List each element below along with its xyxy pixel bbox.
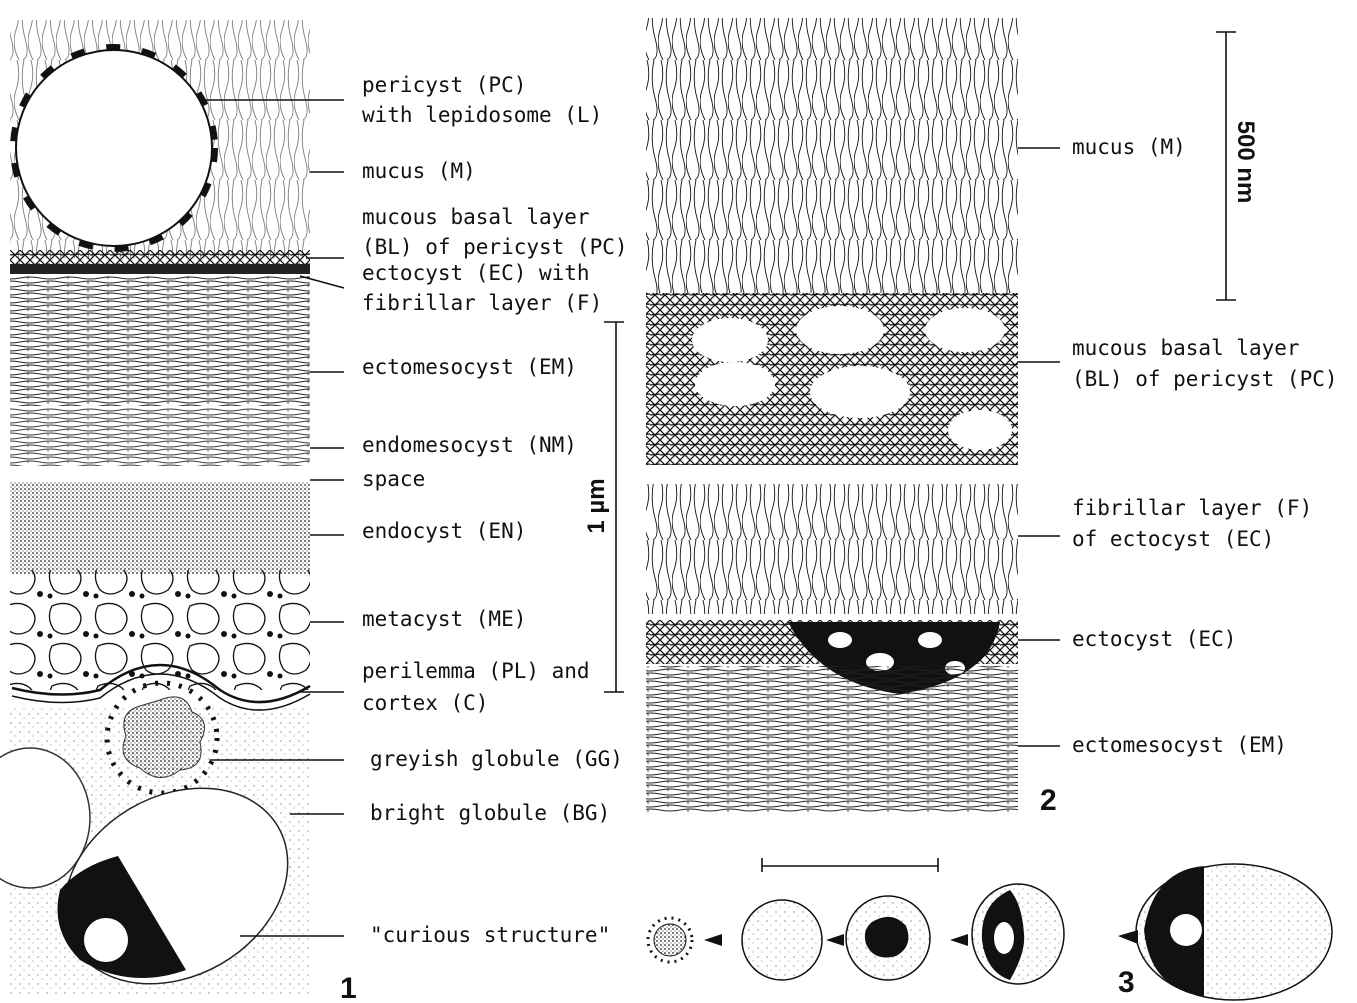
curious-structure-hole (84, 918, 128, 962)
panel-1-ectomesocyst-band (10, 276, 310, 406)
label-curious-structure: "curious structure" (370, 923, 610, 947)
label-perilemma-cortex: cortex (C) (362, 691, 488, 715)
basal-void-3 (925, 308, 1005, 352)
panel-2-mucus-zone (646, 18, 1018, 293)
pericyst-lepidosome-circle (16, 50, 212, 246)
label-p2-mucus: mucus (M) (1072, 135, 1186, 159)
panel-number-1: 1 (340, 972, 357, 1003)
stage-5-hole (1170, 914, 1202, 946)
arrow-3 (950, 934, 968, 946)
panel-2-leaders (1018, 148, 1060, 746)
label-space: space (362, 467, 425, 491)
label-basal-layer: mucous basal layer (362, 205, 590, 229)
arrow-2 (826, 934, 844, 946)
panel-1-labels: pericyst (PC) with lepidosome (L) mucus … (340, 73, 628, 1003)
scale-bar-1um: 1 µm (583, 322, 624, 692)
basal-void-6 (948, 410, 1012, 450)
arrow-1 (704, 934, 722, 946)
label-mucus: mucus (M) (362, 159, 476, 183)
basal-void-2 (796, 306, 884, 354)
bulge-void-1 (828, 632, 852, 648)
stage-4-hole (994, 922, 1014, 954)
scale-bar-500nm-label: 500 nm (1232, 121, 1259, 204)
panel-3-drawing: 3 (648, 858, 1332, 1000)
bulge-void-3 (918, 632, 942, 648)
label-perilemma: perilemma (PL) and (362, 659, 590, 683)
label-p2-ectomesocyst: ectomesocyst (EM) (1072, 733, 1287, 757)
panel-2-labels: mucus (M) mucous basal layer (BL) of per… (1040, 135, 1338, 817)
label-endocyst: endocyst (EN) (362, 519, 526, 543)
stage-1-greyish-globule (654, 924, 686, 956)
label-p2-basal-layer: mucous basal layer (1072, 336, 1300, 360)
label-ectomesocyst: ectomesocyst (EM) (362, 355, 577, 379)
panel-2-drawing (646, 18, 1018, 812)
label-p2-fibrillar-ectocyst: of ectocyst (EC) (1072, 527, 1274, 551)
label-metacyst: metacyst (ME) (362, 607, 526, 631)
stage-3-dark-blob (865, 917, 909, 958)
panel-1-endomesocyst-band (10, 408, 310, 466)
label-greyish-globule: greyish globule (GG) (370, 747, 623, 771)
basal-void-4 (695, 362, 775, 406)
label-p2-basal-layer-pericyst: (BL) of pericyst (PC) (1072, 367, 1338, 391)
label-basal-layer-pericyst: (BL) of pericyst (PC) (362, 235, 628, 259)
label-bright-globule: bright globule (BG) (370, 801, 610, 825)
label-ectocyst: ectocyst (EC) with (362, 261, 590, 285)
label-p2-fibrillar: fibrillar layer (F) (1072, 496, 1312, 520)
panel-2-ectomesocyst-band (646, 666, 1018, 812)
label-p2-ectocyst: ectocyst (EC) (1072, 627, 1236, 651)
panel-1-basal-layer (10, 250, 310, 264)
basal-void-5 (810, 366, 910, 418)
panel-1-ectocyst-band (10, 264, 310, 274)
panel-1-endocyst-band (10, 482, 310, 574)
label-pericyst: pericyst (PC) (362, 73, 526, 97)
panel-1-drawing (0, 20, 323, 1003)
panel-number-2: 2 (1040, 784, 1057, 817)
label-ectocyst-fibrillar: fibrillar layer (F) (362, 291, 602, 315)
basal-void-1 (692, 318, 768, 362)
label-pericyst-lepidosome: with lepidosome (L) (362, 103, 602, 127)
stage-2-globule (742, 900, 822, 980)
scale-bar-500nm: 500 nm (1216, 32, 1259, 300)
scale-bar-1um-label: 1 µm (583, 478, 610, 533)
panel-number-3: 3 (1118, 966, 1135, 999)
label-endomesocyst: endomesocyst (NM) (362, 433, 577, 457)
panel-1-metacyst-band (10, 570, 310, 690)
panel-2-fibrillar-layer (646, 484, 1018, 614)
arrow-4 (1118, 930, 1138, 944)
